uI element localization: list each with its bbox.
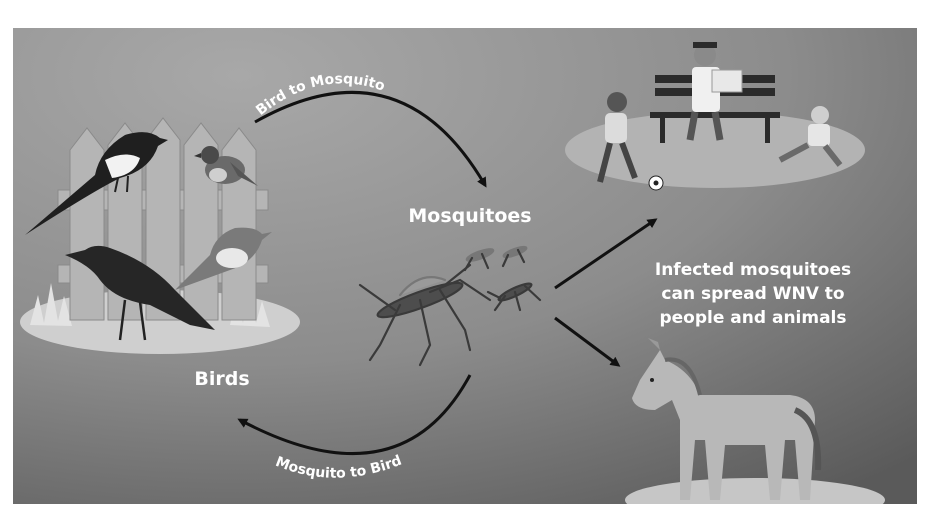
- spread-line-2: can spread WNV to: [661, 284, 844, 304]
- label-birds: Birds: [194, 368, 249, 390]
- label-mosquitoes: Mosquitoes: [408, 205, 531, 227]
- label-spread: Infected mosquitoes can spread WNV to pe…: [655, 260, 851, 328]
- spread-line-1: Infected mosquitoes: [655, 260, 851, 280]
- spread-line-3: people and animals: [659, 308, 846, 328]
- ball-icon: [649, 176, 663, 190]
